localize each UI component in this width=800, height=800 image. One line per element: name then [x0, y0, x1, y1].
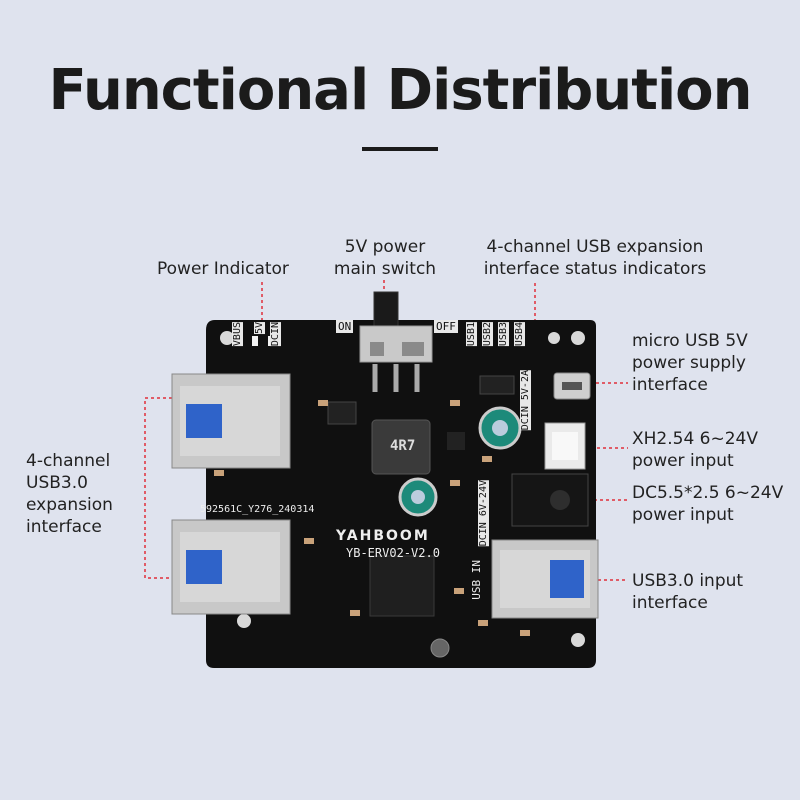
silk-dcin-24v: DCIN 6V-24V — [478, 480, 489, 547]
silk-brand: YAHBOOM — [336, 528, 430, 544]
silk-vbus: VBUS — [232, 322, 243, 347]
label-power-switch: 5V power main switch — [333, 237, 437, 279]
label-usb-status: 4-channel USB expansion interface status… — [483, 237, 707, 279]
passive-components — [214, 400, 530, 636]
usb3-port-bottom — [171, 519, 291, 615]
silk-off: OFF — [434, 320, 458, 333]
silk-usb-in: USB IN — [470, 560, 483, 600]
silk-5v: 5V — [254, 322, 265, 335]
switch-legs — [372, 364, 420, 392]
page-title: Functional Distribution — [48, 58, 752, 123]
silk-model: YB-ERV02-V2.0 — [346, 546, 440, 560]
silk-dcin-5v: DCIN 5V-2A — [520, 370, 531, 431]
leader-usb30-exp — [144, 397, 172, 579]
silk-usb2: USB2 — [482, 322, 493, 347]
label-micro-usb: micro USB 5V power supply interface — [632, 331, 748, 395]
usb3-port-top — [171, 373, 291, 469]
label-usb30-expansion: 4-channel USB3.0 expansion interface — [26, 451, 113, 537]
reset-button — [430, 638, 450, 658]
silk-usb3: USB3 — [498, 322, 509, 347]
silk-inductor: 4R7 — [390, 438, 416, 454]
mounting-holes — [220, 331, 585, 647]
title-underline — [362, 147, 438, 151]
hub-chip — [369, 555, 435, 617]
label-power-indicator: Power Indicator — [157, 259, 289, 279]
label-usb30-in: USB3.0 input interface — [632, 571, 744, 613]
silk-usb4: USB4 — [514, 322, 525, 347]
inductor — [371, 419, 431, 475]
silk-dcin: DCIN — [270, 322, 281, 347]
usb3-input-port — [491, 539, 599, 619]
silk-usb1: USB1 — [466, 322, 477, 347]
label-dc55: DC5.5*2.5 6~24V power input — [632, 483, 784, 525]
silk-on: ON — [336, 320, 354, 333]
label-xh254: XH2.54 6~24V power input — [632, 429, 759, 471]
silk-serial: 592561C_Y276_240314 — [200, 504, 315, 515]
switch-lever — [373, 291, 399, 329]
